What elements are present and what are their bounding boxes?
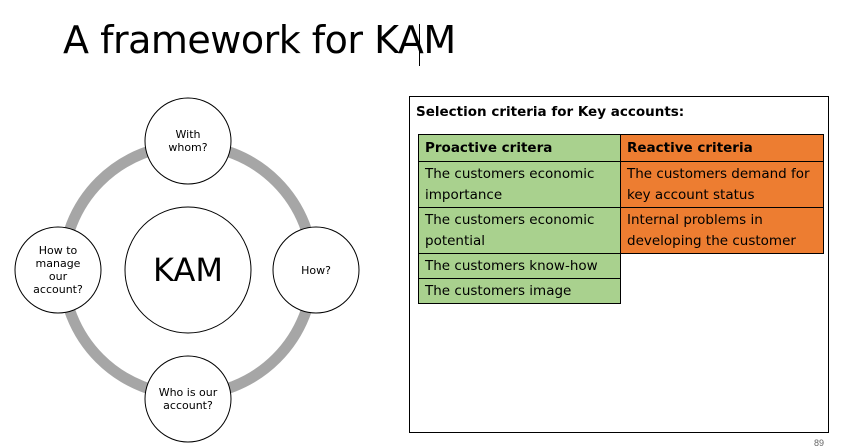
header-proactive: Proactive critera (418, 134, 621, 162)
cell-empty (621, 254, 824, 279)
node-left[interactable] (14, 226, 102, 314)
node-left-line-2: manage (35, 257, 81, 270)
criteria-table: Proactive critera Reactive criteria The … (418, 134, 824, 304)
node-top-line-1: With (175, 128, 201, 141)
header-reactive: Reactive criteria (620, 134, 824, 162)
selection-criteria-panel: Selection criteria for Key accounts: Pro… (409, 96, 829, 433)
node-label-right: How? (273, 227, 359, 313)
table-header-row: Proactive critera Reactive criteria (418, 134, 824, 162)
node-label-top: With whom? (145, 98, 231, 184)
table-row: The customers know-how (418, 253, 824, 279)
node-bottom[interactable] (144, 355, 232, 443)
cell-reactive: The customers demand for key account sta… (620, 161, 824, 208)
kam-diagram (14, 97, 360, 443)
node-right-line-1: How? (301, 263, 331, 277)
table-row: The customers economic importance The cu… (418, 161, 824, 208)
cell-proactive: The customers know-how (418, 253, 621, 279)
node-left-line-4: account? (33, 283, 83, 296)
node-label-left: How to manage our account? (15, 227, 101, 313)
node-bottom-line-1: Who is our (158, 386, 218, 399)
cell-reactive: Internal problems in developing the cust… (620, 207, 824, 254)
node-left-line-1: How to (38, 244, 78, 257)
node-bottom-line-2: account? (163, 399, 213, 412)
cell-empty (621, 279, 824, 304)
text-cursor (419, 24, 420, 66)
panel-heading: Selection criteria for Key accounts: (416, 104, 685, 120)
node-left-line-3: our (48, 270, 68, 283)
page-number: 89 (813, 438, 824, 448)
cell-proactive: The customers image (418, 278, 621, 304)
table-row: The customers economic potential Interna… (418, 207, 824, 254)
node-right[interactable] (272, 226, 360, 314)
node-label-bottom: Who is our account? (145, 356, 231, 442)
table-row: The customers image (418, 278, 824, 304)
page-title: A framework for KAM (63, 18, 456, 62)
cell-proactive: The customers economic importance (418, 161, 621, 208)
center-label: KAM (153, 251, 223, 289)
center-circle (124, 206, 252, 334)
node-top[interactable] (144, 97, 232, 185)
cell-proactive: The customers economic potential (418, 207, 621, 254)
node-top-line-2: whom? (168, 141, 208, 154)
